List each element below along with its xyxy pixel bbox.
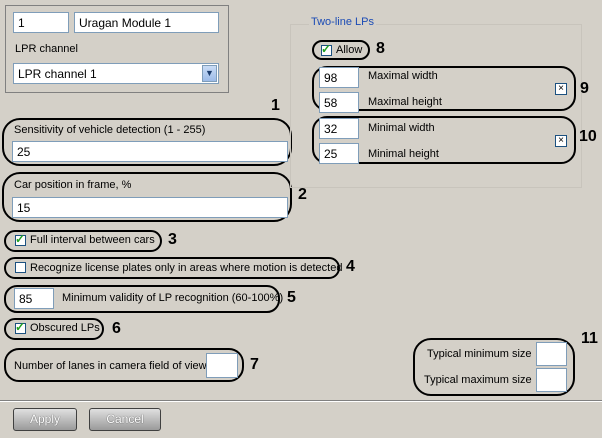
- cancel-button-label: Cancel: [106, 412, 144, 426]
- sensitivity-input[interactable]: 25: [12, 141, 288, 162]
- bottom-separator: [0, 400, 602, 401]
- typical-size-highlight: [413, 338, 575, 396]
- module-name-field[interactable]: Uragan Module 1: [74, 12, 219, 33]
- lpr-channel-select[interactable]: LPR channel 1: [13, 63, 219, 84]
- max-height-input[interactable]: 58: [319, 92, 359, 113]
- marker-4: 4: [346, 258, 355, 275]
- car-position-input[interactable]: 15: [12, 197, 288, 218]
- module-id-field[interactable]: 1: [13, 12, 69, 33]
- min-height-label: Minimal height: [368, 148, 439, 160]
- marker-3: 3: [168, 231, 177, 248]
- min-height-input[interactable]: 25: [319, 143, 359, 164]
- lpr-channel-label: LPR channel: [15, 43, 78, 55]
- validity-label: Minimum validity of LP recognition (60-1…: [62, 292, 284, 304]
- sensitivity-highlight: [2, 118, 292, 166]
- two-line-group: [290, 24, 582, 188]
- allow-checkbox[interactable]: ✓: [321, 42, 332, 56]
- typical-max-label: Typical maximum size: [424, 374, 532, 386]
- max-height-label: Maximal height: [368, 96, 442, 108]
- apply-button-label: Apply: [29, 412, 61, 426]
- cancel-button[interactable]: Cancel: [89, 408, 161, 431]
- two-line-group-title: Two-line LPs: [309, 16, 376, 28]
- max-size-pick-icon[interactable]: ×: [555, 83, 567, 95]
- typical-max-input[interactable]: [536, 368, 567, 392]
- lanes-label: Number of lanes in camera field of view: [14, 360, 207, 372]
- recognize-motion-highlight: [4, 257, 340, 279]
- marker-1: 1: [271, 97, 280, 114]
- max-width-input[interactable]: 98: [319, 67, 359, 88]
- bottom-separator-light: [0, 401, 602, 402]
- marker-9: 9: [580, 80, 589, 97]
- full-interval-checkbox[interactable]: ✓: [15, 232, 26, 246]
- marker-5: 5: [287, 289, 296, 306]
- allow-highlight: [312, 40, 370, 60]
- min-size-highlight: [312, 116, 576, 164]
- apply-button[interactable]: Apply: [13, 408, 77, 431]
- recognize-motion-label: Recognize license plates only in areas w…: [30, 262, 343, 274]
- lanes-highlight: [4, 348, 244, 382]
- car-position-highlight: [2, 172, 292, 222]
- max-width-label: Maximal width: [368, 70, 438, 82]
- marker-10: 10: [579, 128, 597, 145]
- typical-min-label: Typical minimum size: [427, 348, 532, 360]
- marker-6: 6: [112, 320, 121, 337]
- validity-input[interactable]: 85: [14, 288, 54, 309]
- typical-min-input[interactable]: [536, 342, 567, 366]
- obscured-checkbox[interactable]: ✓: [15, 320, 26, 334]
- max-size-highlight: [312, 66, 576, 111]
- min-width-input[interactable]: 32: [319, 118, 359, 139]
- full-interval-highlight: [4, 230, 162, 252]
- marker-7: 7: [250, 356, 259, 373]
- min-size-pick-icon[interactable]: ×: [555, 135, 567, 147]
- min-width-label: Minimal width: [368, 122, 435, 134]
- allow-label: Allow: [336, 44, 363, 56]
- obscured-label: Obscured LPs: [30, 322, 100, 334]
- recognize-motion-checkbox[interactable]: [15, 262, 26, 273]
- chevron-down-icon[interactable]: ▼: [202, 65, 217, 82]
- validity-highlight: [4, 285, 280, 313]
- lpr-channel-value: LPR channel 1: [18, 67, 97, 81]
- obscured-highlight: [4, 318, 104, 340]
- marker-11: 11: [581, 330, 598, 347]
- marker-8: 8: [376, 40, 385, 57]
- marker-2: 2: [298, 186, 307, 203]
- full-interval-label: Full interval between cars: [30, 234, 155, 246]
- sensitivity-label: Sensitivity of vehicle detection (1 - 25…: [14, 124, 206, 136]
- lanes-input[interactable]: [206, 353, 238, 378]
- car-position-label: Car position in frame, %: [14, 179, 132, 191]
